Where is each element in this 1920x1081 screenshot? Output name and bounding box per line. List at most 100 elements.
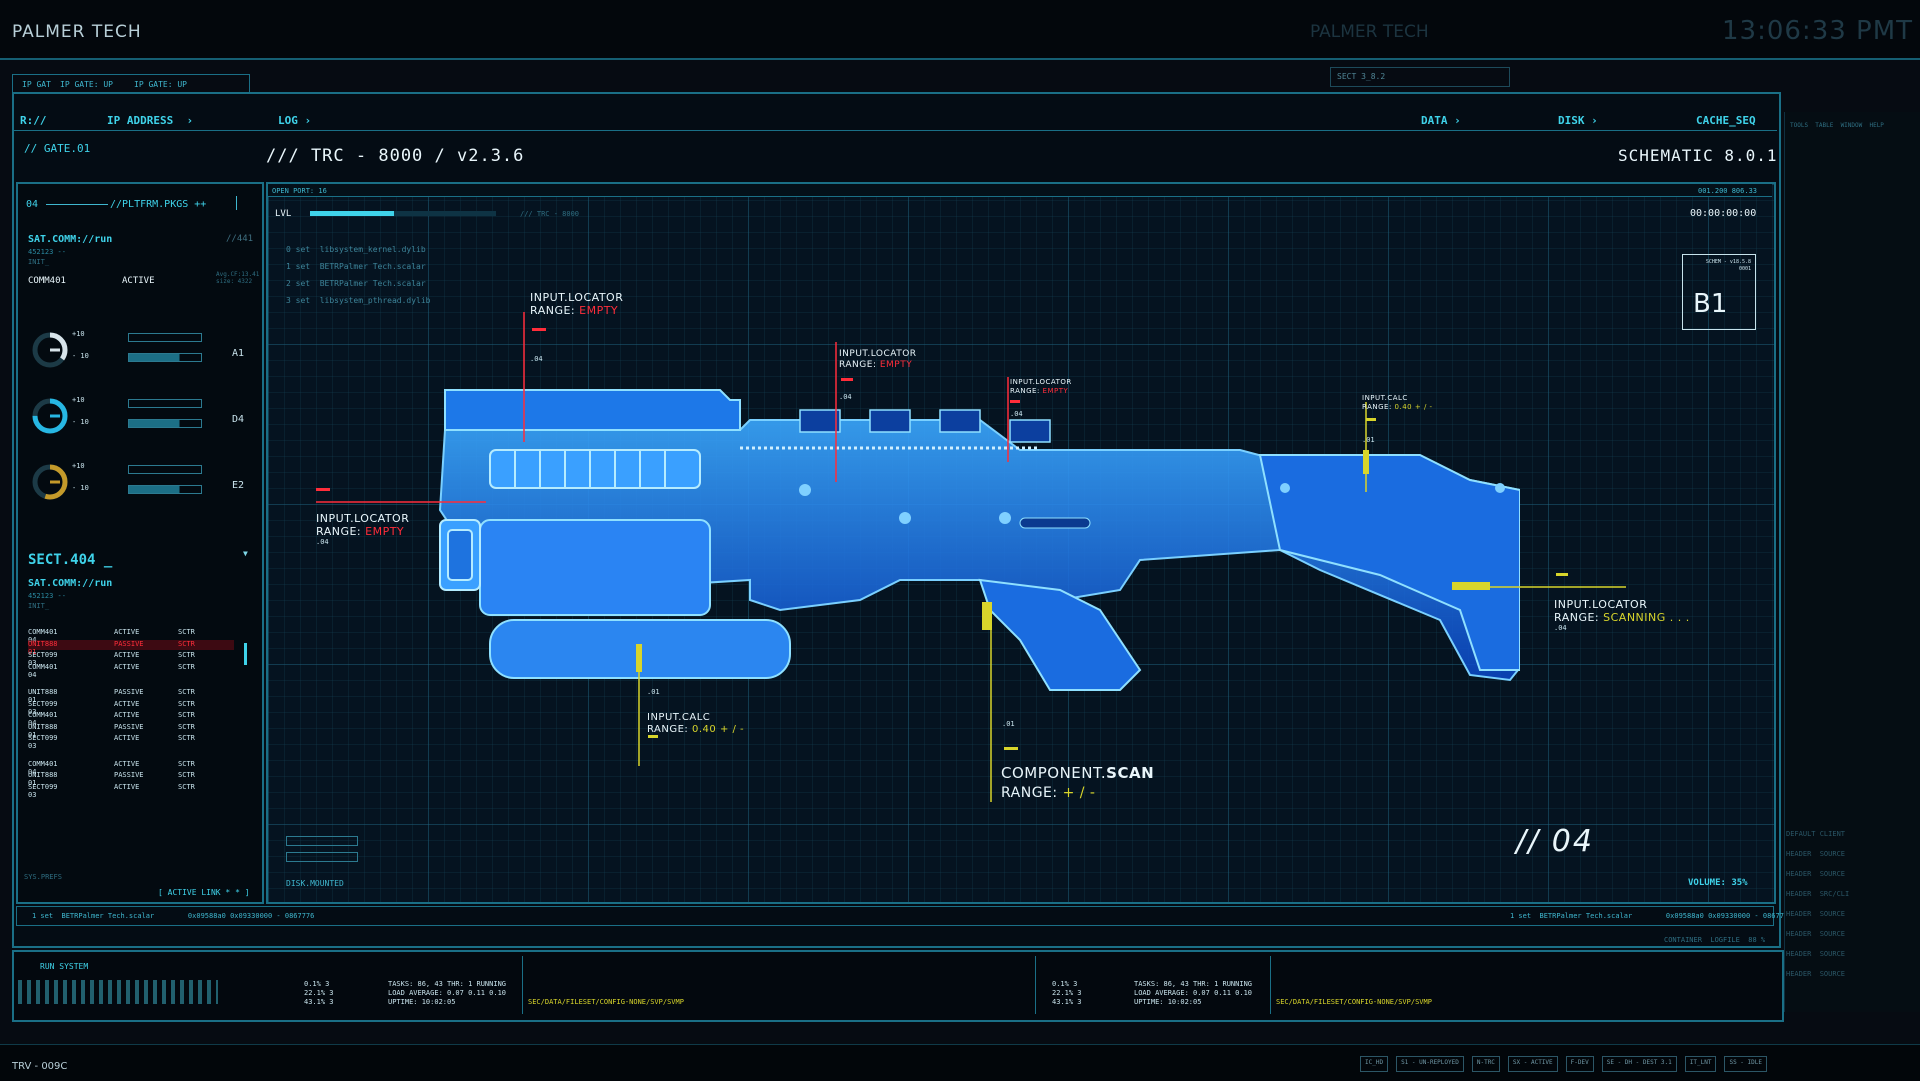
console-divider [1270,956,1271,1014]
table-cell: COMM401 [28,628,58,636]
top-vents [799,409,1051,443]
console-path: SEC/DATA/FILESET/CONFIG-NONE/SVP/SVMP [528,998,684,1006]
footer-chip[interactable]: IT_LNT [1684,1056,1717,1072]
table-cell: 01 [28,730,37,739]
footer-chip[interactable]: SS - IDLE [1724,1056,1767,1072]
table-cell: SCTR [178,651,195,659]
table-cell: ACTIVE [114,699,140,708]
nav-root[interactable]: R:// [20,114,47,127]
table-cell: ACTIVE [114,711,140,719]
right-ghost-item[interactable]: HEADER SOURCE [1786,930,1846,938]
table-cell: 03 [28,707,37,716]
tab-ip-gate-2[interactable]: IP GATE: UP [134,80,187,89]
console-divider [522,956,523,1014]
callout-locator-4: INPUT.LOCATOR RANGE: EMPTY .04 [316,512,409,546]
right-ghost-item[interactable]: HEADER SOURCE [1786,970,1846,978]
left-panel [16,182,264,904]
footer-chip[interactable]: SX - ACTIVE [1507,1056,1558,1072]
sect-input[interactable]: SECT 3_8.2 [1330,67,1510,87]
right-ghost-item[interactable]: HEADER SRC/CLI [1786,890,1850,898]
sect-404-title: SECT.404 _ [28,552,113,568]
table-cell: COMM401 [28,711,58,719]
footer-label: TRV - 009C [12,1061,68,1072]
table-scroll-indicator[interactable] [244,643,247,665]
knob-slider[interactable] [128,399,202,408]
right-menu[interactable]: TOOLS TABLE WINDOW HELP [1790,122,1884,129]
knob-slider[interactable] [128,485,202,494]
mini-toggle[interactable] [286,852,358,862]
locator-name: INPUT.LOCATOR [530,291,624,304]
knob-top-label: +10 [72,462,85,470]
footer-chip[interactable]: F-DEV [1565,1056,1594,1072]
table-cell: SECT099 [28,734,58,742]
tab-strip [12,74,250,93]
nav-log[interactable]: LOG › [278,114,312,127]
console-divider [1035,956,1036,1014]
table-cell: COMM401 [28,662,58,671]
locator-range: RANGE: EMPTY [530,304,623,317]
table-cell: 01 [28,696,37,704]
sys-prefs[interactable]: SYS.PREFS [24,873,62,881]
knob-dial-icon[interactable] [30,462,70,502]
console-pct-2: 0.1% 3 22.1% 3 43.1% 3 [1052,980,1082,1006]
knob-slider[interactable] [128,465,202,474]
table-cell: COMM401 [28,759,58,768]
locator-num: .04 [316,538,329,546]
footer-chip[interactable]: N-TRC [1471,1056,1500,1072]
right-ghost-item[interactable]: HEADER SOURCE [1786,870,1846,878]
footer-chip[interactable]: SE - DH - DEST 3.1 [1601,1056,1677,1072]
knob-dial-icon[interactable] [30,396,70,436]
locator-num: .04 [1010,410,1023,418]
right-ghost-item[interactable]: HEADER SOURCE [1786,850,1846,858]
knob-slider[interactable] [128,333,202,342]
nav-ip-address[interactable]: IP ADDRESS › [107,114,194,127]
slot [1019,517,1091,529]
range-value: 0.40 + / - [692,724,745,735]
right-ghost-panel [1784,112,1920,1012]
locator-name: INPUT.LOCATOR [839,349,917,359]
right-ghost-item[interactable]: HEADER SOURCE [1786,910,1846,918]
nav-disk[interactable]: DISK › [1558,114,1598,127]
right-ghost-item[interactable]: HEADER SOURCE [1786,950,1846,958]
right-ghost-item[interactable]: DEFAULT CLIENT [1786,830,1846,838]
tab-ip-gate-1[interactable]: IP GATE: UP [60,80,113,89]
run-system[interactable]: RUN SYSTEM [40,962,89,971]
lvl-bar-fill [310,211,394,216]
callout-locator-5: INPUT.LOCATOR RANGE: SCANNING . . . .04 [1554,598,1690,632]
pin [999,512,1011,524]
table-cell: PASSIVE [114,688,144,696]
comm-status: ACTIVE [122,276,155,286]
mini-toggle[interactable] [286,836,358,846]
footer-chip[interactable]: S1 - UN-REPLOYED [1396,1056,1464,1072]
nav-data[interactable]: DATA › [1421,114,1461,127]
knob-slider[interactable] [128,353,202,362]
file-item: 2 set BETRPalmer Tech.scalar [286,279,426,288]
left-header-pkg[interactable]: //PLTFRM.PKGS ++ [110,199,207,210]
grip [978,578,1142,691]
knob-dial-icon[interactable] [30,330,70,370]
table-cell: SCTR [178,782,195,791]
container-logfile: CONTAINER LOGFILE 88 % [1664,936,1766,944]
active-link[interactable]: [ ACTIVE LINK * * ] [158,888,250,897]
nav-cache-seq[interactable]: CACHE_SEQ [1696,114,1756,127]
knob-slider[interactable] [128,419,202,428]
console-uptime-2: UPTIME: 10:02:05 [1134,998,1202,1006]
sect-dropdown-icon[interactable]: ▼ [243,549,248,558]
footer-chip[interactable]: IC_HD [1360,1056,1389,1072]
tab-ip-gat[interactable]: IP GAT [22,80,51,89]
sat-comm-1: SAT.COMM://run [28,234,113,245]
table-cell: ACTIVE [114,759,140,768]
range-label: RANGE: [1554,611,1600,624]
